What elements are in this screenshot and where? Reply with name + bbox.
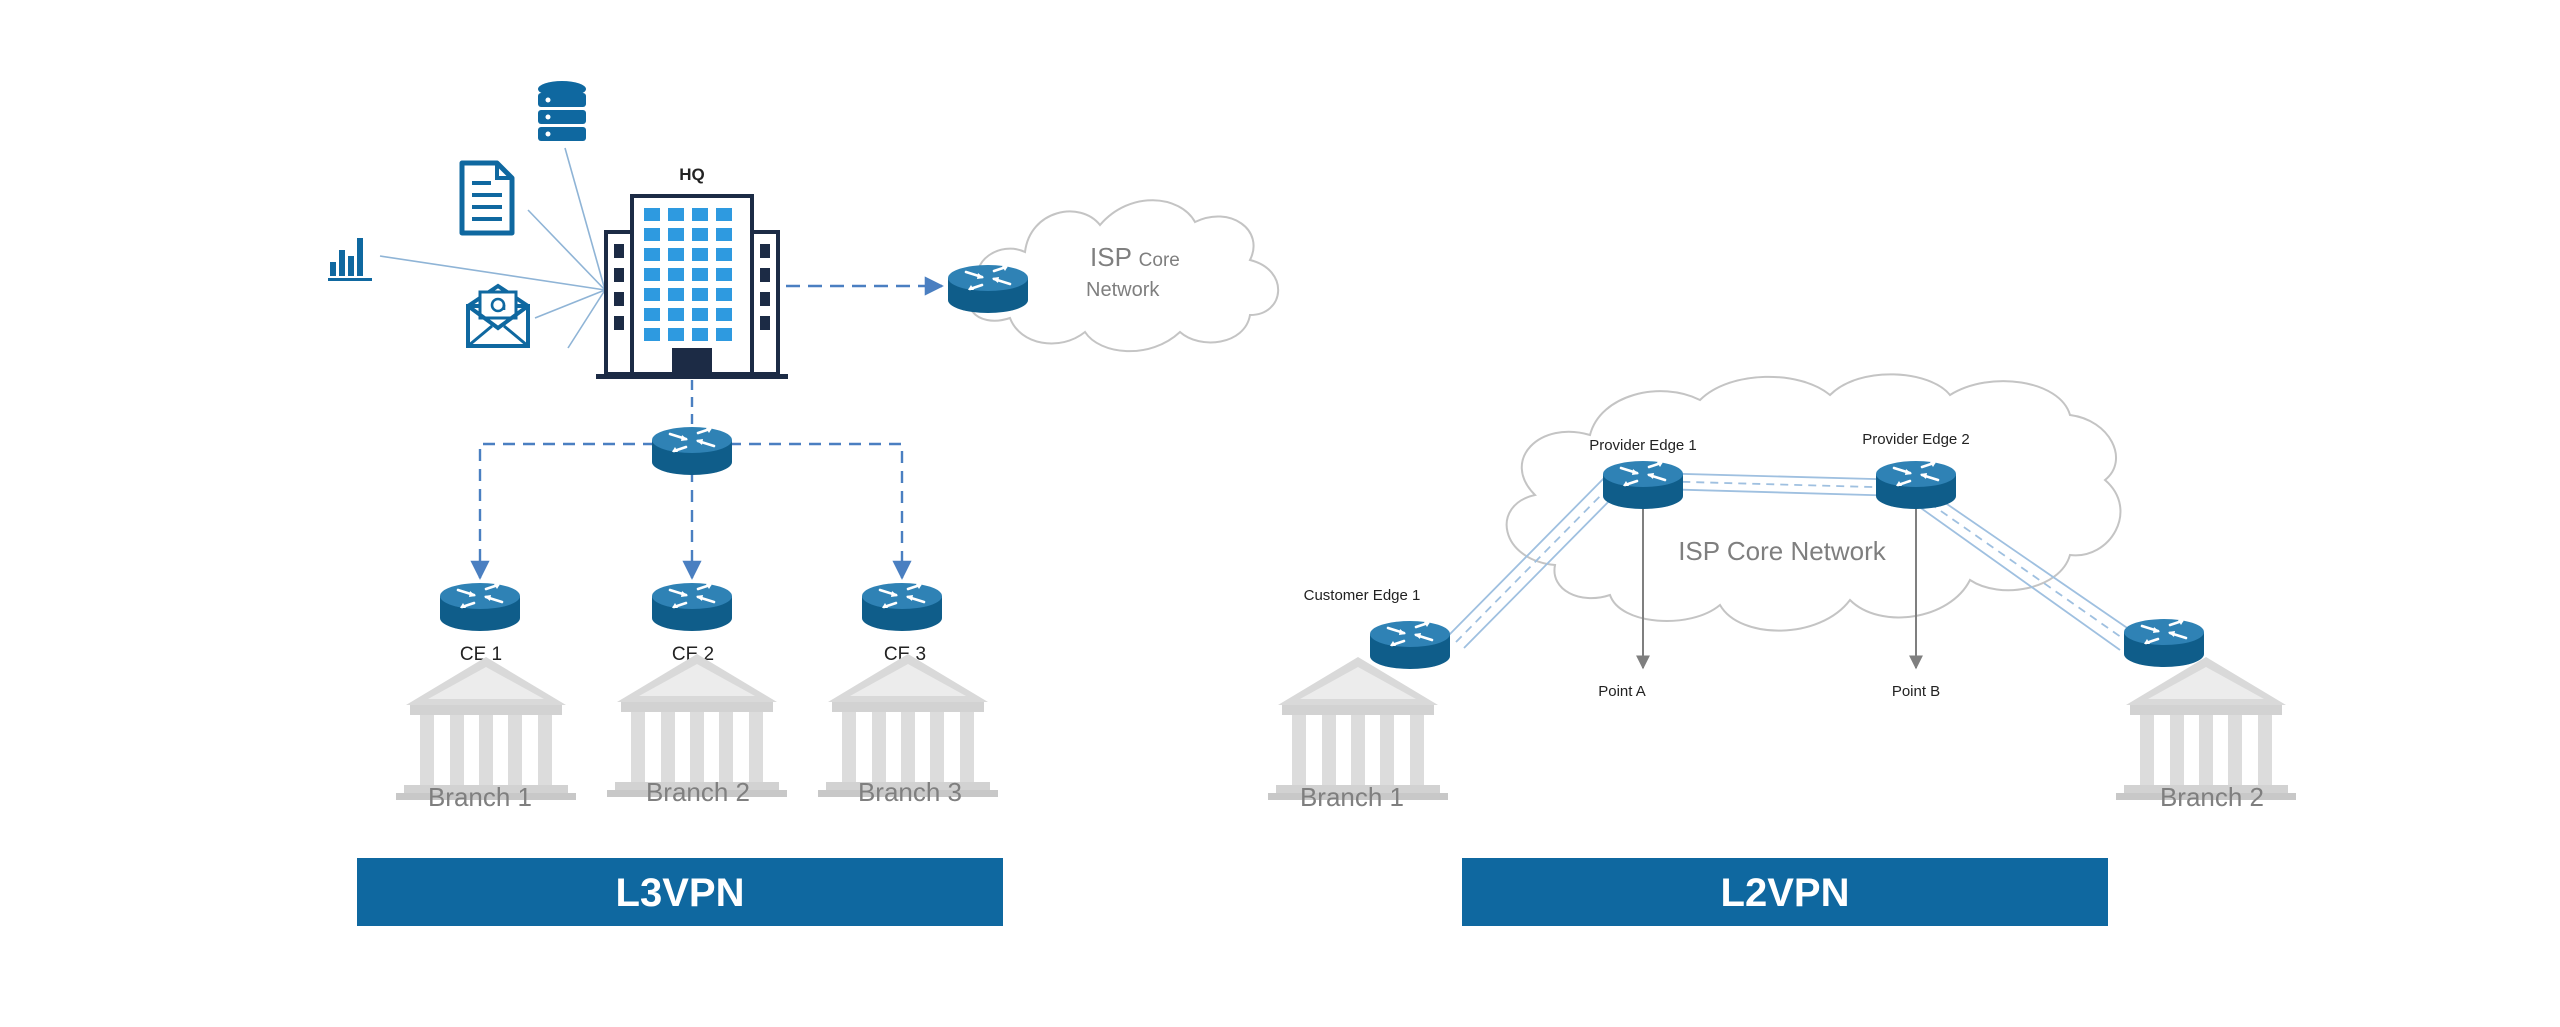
hq-window <box>716 328 732 341</box>
hq-window <box>644 288 660 301</box>
l2vpn-section: ISP Core Network Provider Edge 1 Provide… <box>1268 373 2296 926</box>
hq-window <box>668 288 684 301</box>
hq-window <box>668 228 684 241</box>
hq-window <box>644 248 660 261</box>
hq-building-icon <box>596 194 788 379</box>
hq-window <box>644 208 660 221</box>
hq-window <box>692 268 708 281</box>
document-icon <box>459 160 515 236</box>
ce2-router-icon <box>650 581 734 633</box>
ce1-router-icon <box>438 581 522 633</box>
provider-edge1-label: Provider Edge 1 <box>1589 437 1697 454</box>
l2vpn-banner-label: L2VPN <box>1721 871 1850 915</box>
hq-window <box>644 228 660 241</box>
hq-window <box>668 248 684 261</box>
l2-branch1-building-icon <box>1268 657 1448 800</box>
ce3-router-icon <box>860 581 944 633</box>
l2-branch2-label: Branch 2 <box>2160 782 2264 812</box>
isp-core-network-label: ISP Core Network <box>1678 536 1887 566</box>
provider-edge2-label: Provider Edge 2 <box>1862 431 1970 448</box>
provider-edge1-router-icon <box>1601 459 1685 511</box>
hq-window <box>644 328 660 341</box>
ce1-label: CE 1 <box>460 644 502 665</box>
hq-window <box>644 268 660 281</box>
customer-edge1-label: Customer Edge 1 <box>1304 587 1421 604</box>
isp-core-cloud-small <box>967 199 1280 353</box>
branch2-building-icon <box>607 654 787 797</box>
isp-core-cloud-large <box>1505 373 2122 632</box>
database-icon <box>538 81 586 141</box>
l2-branch2-building-icon <box>2116 657 2296 800</box>
l2vpn-banner <box>1462 858 2108 926</box>
bar-chart-icon <box>328 238 372 281</box>
hq-label: HQ <box>679 165 705 184</box>
hq-window <box>716 288 732 301</box>
hq-window <box>668 328 684 341</box>
provider-edge2-router-icon <box>1874 459 1958 511</box>
hq-window <box>692 208 708 221</box>
branch1-label: Branch 1 <box>428 782 532 812</box>
customer-edge1-router-icon <box>1368 619 1452 671</box>
distribution-router-icon <box>650 425 734 477</box>
hq-window <box>692 328 708 341</box>
hq-window <box>668 268 684 281</box>
branch3-building-icon <box>818 654 998 797</box>
email-icon <box>466 283 530 348</box>
hq-window <box>716 228 732 241</box>
l2-branch1-label: Branch 1 <box>1300 782 1404 812</box>
hq-window <box>692 248 708 261</box>
hq-window <box>716 248 732 261</box>
hq-window <box>668 208 684 221</box>
hq-window <box>692 288 708 301</box>
hq-window <box>692 308 708 321</box>
branch3-label: Branch 3 <box>858 777 962 807</box>
point-b-label: Point B <box>1892 683 1940 700</box>
l3vpn-banner <box>357 858 1003 926</box>
hq-window <box>716 268 732 281</box>
l3vpn-banner-label: L3VPN <box>616 871 745 915</box>
hq-window <box>692 228 708 241</box>
point-a-label: Point A <box>1598 683 1646 700</box>
hq-window <box>644 308 660 321</box>
l3vpn-section: HQ ISP Core Network CE 1 CE 2 CE 3 Branc… <box>328 81 1280 926</box>
hq-resource-links <box>379 147 606 349</box>
isp-core-cloud-label: ISP Core <box>1090 242 1180 272</box>
branch1-building-icon <box>396 657 576 800</box>
customer-edge2-router-icon <box>2122 617 2206 669</box>
branch2-label: Branch 2 <box>646 777 750 807</box>
pseudowire-links <box>1447 471 2137 651</box>
isp-core-cloud-label-2: Network <box>1086 279 1160 301</box>
distribution-links <box>470 442 912 580</box>
isp-core-router-icon <box>946 263 1030 315</box>
hq-window <box>716 308 732 321</box>
hq-window <box>668 308 684 321</box>
hq-window <box>716 208 732 221</box>
